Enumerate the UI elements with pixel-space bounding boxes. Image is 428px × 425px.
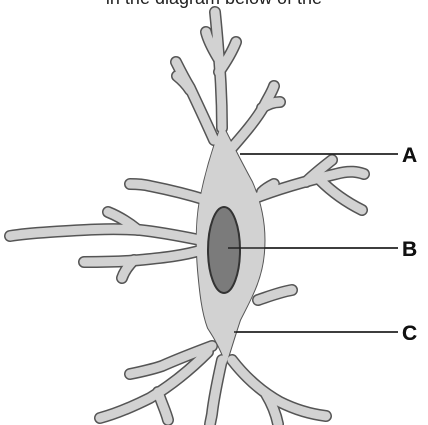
dendrite-upper-right-twig [262,102,280,108]
label-a: A [402,144,417,167]
label-b: B [402,238,417,261]
dendrites-group [10,12,364,425]
dendrite-bottom-left-long [100,352,208,418]
label-c: C [402,322,417,345]
dendrite-upper-right [230,86,274,150]
dendrite-right-lower [258,290,292,300]
dendrite-bottom-center [210,360,222,425]
dendrite-left-lower [84,250,202,262]
dendrite-left-lower-twig [122,260,134,278]
dendrite-upper-left-twig [177,76,190,90]
dendrite-right-small [262,184,274,192]
nucleus [208,207,240,293]
dendrite-left-upper [130,184,206,200]
dendrite-bottom-left-twig [158,392,168,420]
dendrite-right-twig-down [320,180,362,210]
dendrite-left-long [10,229,200,240]
